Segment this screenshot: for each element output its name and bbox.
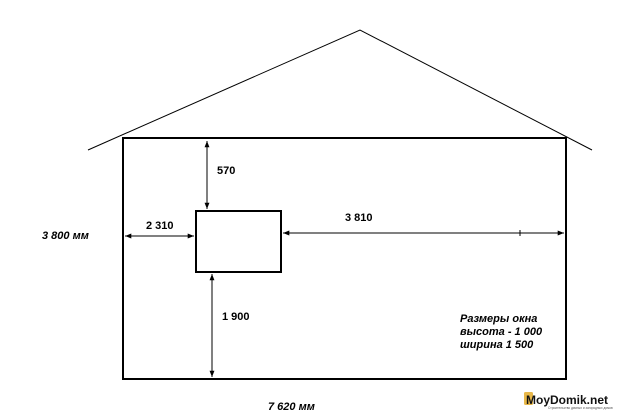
logo-text: MoyDomik.net [526,393,608,407]
window-size-note-title: Размеры окна [460,313,537,325]
roof-line [87,29,593,151]
logo-tagline: Строительство дачных и загородных домов [548,406,613,410]
site-logo: MoyDomik.net Строительство дачных и заго… [524,392,613,410]
dimension-label-above-window: 570 [217,165,235,177]
logo-house-icon [524,392,533,405]
wall-height-label: 3 800 мм [42,230,89,242]
dimension-label-right-of-window: 3 810 [345,212,373,224]
wall-width-label: 7 620 мм [268,401,315,413]
dimension-label-left-of-window: 2 310 [146,220,174,232]
wall-outline [122,137,567,380]
window-size-note-width: ширина 1 500 [460,339,534,351]
window-outline [195,210,282,273]
window-size-note-height: высота - 1 000 [460,326,543,338]
dimension-label-below-window: 1 900 [222,311,250,323]
